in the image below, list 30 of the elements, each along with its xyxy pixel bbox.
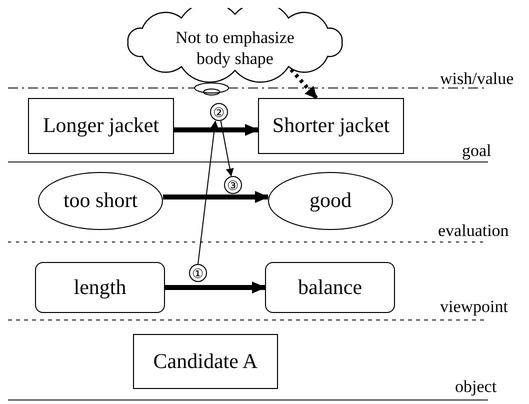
arrow — [290, 68, 318, 100]
arrow — [165, 282, 266, 294]
rounded-box — [265, 262, 395, 313]
node-label: length — [74, 274, 126, 301]
level-label: wish/value — [440, 70, 514, 87]
node-label: Shorter jacket — [272, 112, 390, 140]
node-label: ② — [213, 106, 225, 118]
node-label: good — [310, 187, 352, 214]
step-number — [210, 103, 228, 121]
process-box — [28, 98, 174, 154]
arrow — [163, 190, 269, 203]
step-number — [224, 176, 242, 194]
level-label: goal — [462, 142, 492, 159]
level-label: viewpoint — [440, 298, 508, 315]
process-box — [258, 98, 404, 154]
level-label: evaluation — [438, 222, 509, 239]
node-label: Longer jacket — [42, 112, 160, 140]
node-label: ① — [192, 266, 204, 280]
arrow — [220, 120, 234, 176]
level-label: object — [455, 378, 497, 395]
node-label: ③ — [227, 178, 239, 192]
node-label: too short — [63, 187, 138, 214]
process-box — [133, 334, 278, 389]
rounded-box — [35, 262, 165, 313]
arrow — [198, 120, 218, 264]
node-label: balance — [298, 274, 362, 301]
node-label: Candidate A — [153, 348, 258, 375]
arrow — [174, 124, 259, 136]
node-label: Not to emphasize body shape — [174, 26, 296, 70]
step-number — [189, 264, 207, 282]
